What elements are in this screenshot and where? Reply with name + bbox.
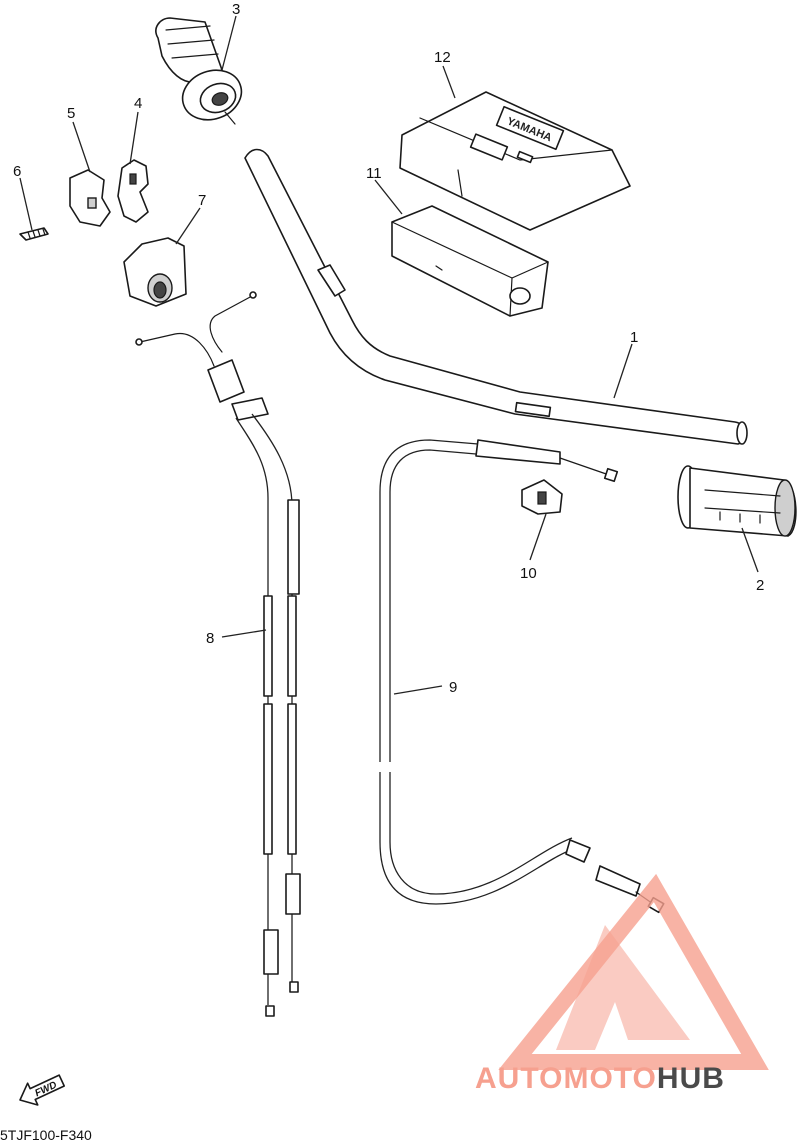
cable-adjuster [521, 479, 563, 515]
label-5: 5 [67, 105, 75, 122]
handlebar-cover: YAMAHA [399, 91, 631, 231]
throttle-grip [155, 17, 243, 125]
watermark-logo: AUTOMOTOHUB [475, 873, 769, 1095]
fwd-arrow: FWD [19, 1074, 66, 1106]
drawing-code: 5TJF100-F340 [0, 1127, 92, 1142]
label-6: 6 [13, 163, 21, 180]
leader-lines [19, 15, 759, 695]
label-3: 3 [232, 1, 240, 18]
label-2: 2 [756, 577, 764, 594]
label-8: 8 [206, 630, 214, 647]
label-10: 10 [520, 565, 537, 582]
label-9: 9 [449, 679, 457, 696]
label-4: 4 [134, 95, 142, 112]
handlebar-pad [391, 205, 549, 317]
handlebar [244, 148, 748, 445]
throttle-cables [135, 291, 301, 1017]
grip [677, 465, 797, 537]
fwd-text: FWD [33, 1080, 58, 1100]
clutch-cable [379, 439, 665, 914]
holder-lower [69, 169, 111, 227]
label-12: 12 [434, 49, 451, 66]
watermark-text-secondary: HUB [657, 1062, 725, 1095]
part-number-labels: 1 2 3 4 5 6 7 8 9 10 11 12 [13, 1, 764, 696]
svg-text:AUTOMOTOHUB: AUTOMOTOHUB [475, 1062, 725, 1095]
watermark-text-primary: AUTOMOTO [475, 1062, 657, 1095]
throttle-housing [123, 237, 187, 307]
screw [19, 227, 49, 241]
label-7: 7 [198, 192, 206, 209]
label-11: 11 [366, 165, 382, 182]
label-1: 1 [630, 329, 638, 346]
holder-upper [117, 159, 149, 223]
